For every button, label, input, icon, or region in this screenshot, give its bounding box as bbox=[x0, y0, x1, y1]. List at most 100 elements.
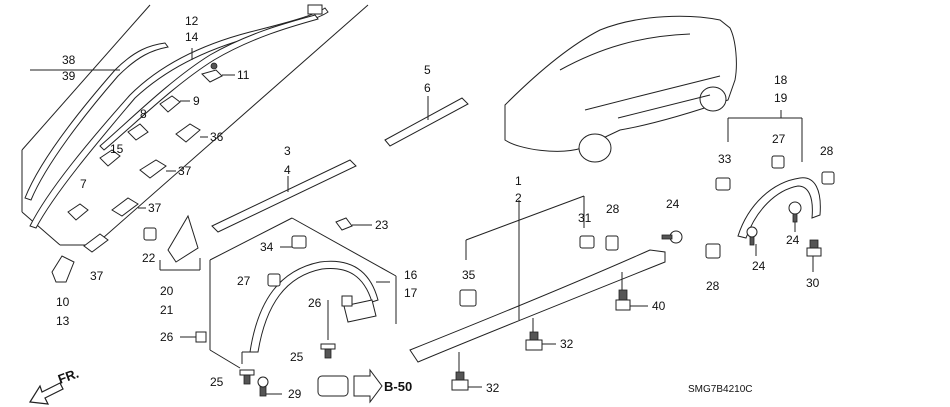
clip-28a bbox=[605, 235, 619, 251]
clip-22 bbox=[143, 227, 157, 241]
label-9: 9 bbox=[193, 94, 200, 108]
label-14: 14 bbox=[185, 30, 199, 44]
clip-9 bbox=[159, 95, 181, 113]
screw-25b bbox=[239, 369, 255, 385]
screw-24b bbox=[788, 201, 802, 223]
bolt-29 bbox=[257, 376, 269, 397]
front-direction-label: FR. bbox=[56, 366, 81, 387]
diagram-code: SMG7B4210C bbox=[688, 384, 752, 395]
label-32-a: 32 bbox=[560, 337, 574, 351]
label-36: 36 bbox=[210, 130, 224, 144]
label-37-c: 37 bbox=[90, 269, 104, 283]
strip-5-6 bbox=[384, 97, 469, 147]
label-6: 6 bbox=[424, 81, 431, 95]
label-28-c: 28 bbox=[706, 279, 720, 293]
clip-28c bbox=[705, 243, 721, 259]
label-34: 34 bbox=[260, 240, 274, 254]
roof-moulding-12-14 bbox=[99, 4, 323, 151]
clip-26b bbox=[195, 331, 207, 343]
label-29: 29 bbox=[288, 387, 302, 401]
label-20: 20 bbox=[160, 284, 174, 298]
label-16: 16 bbox=[404, 268, 418, 282]
screw-24a bbox=[661, 230, 683, 244]
label-4: 4 bbox=[284, 163, 291, 177]
bolt-32b bbox=[451, 371, 469, 391]
label-26-b: 26 bbox=[160, 330, 174, 344]
clip-35 bbox=[459, 289, 477, 307]
label-32-b: 32 bbox=[486, 381, 500, 395]
clip-33 bbox=[715, 177, 731, 191]
side-sill-outline bbox=[465, 195, 585, 260]
reference-label: B-50 bbox=[384, 379, 412, 394]
clip-10-13 bbox=[51, 255, 75, 283]
roof-moulding-38-39 bbox=[24, 7, 329, 229]
clip-37b bbox=[111, 197, 139, 217]
label-25-a: 25 bbox=[290, 350, 304, 364]
clip-23 bbox=[335, 217, 353, 231]
clip-27b bbox=[771, 155, 785, 169]
clip-8 bbox=[127, 123, 149, 141]
clip-26a bbox=[341, 295, 353, 307]
ref-b50-box: B-50 bbox=[317, 368, 412, 404]
label-23: 23 bbox=[375, 218, 389, 232]
label-40: 40 bbox=[652, 299, 666, 313]
rear-arch-garnish-18-19 bbox=[737, 177, 821, 239]
clip-7 bbox=[67, 203, 89, 221]
label-24-b: 24 bbox=[786, 233, 800, 247]
label-37-b: 37 bbox=[148, 201, 162, 215]
label-28-a: 28 bbox=[606, 202, 620, 216]
label-3: 3 bbox=[284, 144, 291, 158]
label-35: 35 bbox=[462, 268, 476, 282]
label-28-b: 28 bbox=[820, 144, 834, 158]
garnish-20-21 bbox=[167, 214, 199, 263]
label-11: 11 bbox=[237, 68, 250, 82]
clip-36 bbox=[175, 123, 201, 143]
bolt-32a bbox=[525, 331, 543, 351]
clip-37a bbox=[139, 159, 167, 179]
label-33: 33 bbox=[718, 152, 732, 166]
clip-31 bbox=[579, 235, 595, 249]
label-27-a: 27 bbox=[237, 274, 251, 288]
label-17: 17 bbox=[404, 286, 418, 300]
clip-37c bbox=[83, 233, 109, 253]
rear-arch-outline bbox=[727, 110, 803, 162]
clip-11 bbox=[201, 62, 223, 83]
screw-24c bbox=[746, 226, 758, 246]
side-sill-garnish-1-2 bbox=[409, 249, 666, 363]
label-26-a: 26 bbox=[308, 296, 322, 310]
label-15: 15 bbox=[110, 142, 124, 156]
label-30: 30 bbox=[806, 276, 820, 290]
label-8: 8 bbox=[140, 107, 147, 121]
label-38: 38 bbox=[62, 53, 76, 67]
strip-3-4 bbox=[211, 159, 357, 233]
clip-34 bbox=[291, 235, 307, 249]
label-5: 5 bbox=[424, 63, 431, 77]
clip-28b bbox=[821, 171, 835, 185]
label-25-b: 25 bbox=[210, 375, 224, 389]
label-21: 21 bbox=[160, 303, 174, 317]
label-24-a: 24 bbox=[666, 197, 680, 211]
label-7: 7 bbox=[80, 177, 87, 191]
label-19: 19 bbox=[774, 91, 788, 105]
clip-15 bbox=[99, 149, 121, 167]
label-27-b: 27 bbox=[772, 132, 786, 146]
label-31: 31 bbox=[578, 211, 592, 225]
label-10: 10 bbox=[56, 295, 70, 309]
fender-group-outline bbox=[209, 217, 397, 369]
door-moulding-group-outline bbox=[21, 4, 369, 246]
label-1: 1 bbox=[515, 174, 522, 188]
callout-labels: 38 39 12 14 11 9 8 15 36 37 37 7 37 10 1… bbox=[56, 14, 834, 401]
label-24-c: 24 bbox=[752, 259, 766, 273]
label-13: 13 bbox=[56, 314, 70, 328]
bolt-30 bbox=[806, 239, 822, 257]
front-direction-arrow-icon bbox=[28, 382, 64, 405]
label-37-a: 37 bbox=[178, 164, 192, 178]
screw-25a bbox=[320, 343, 336, 359]
clip-27a bbox=[267, 273, 281, 287]
label-39: 39 bbox=[62, 69, 76, 83]
bolt-40 bbox=[615, 289, 631, 311]
label-22: 22 bbox=[142, 251, 156, 265]
label-18: 18 bbox=[774, 73, 788, 87]
label-2: 2 bbox=[515, 191, 522, 205]
